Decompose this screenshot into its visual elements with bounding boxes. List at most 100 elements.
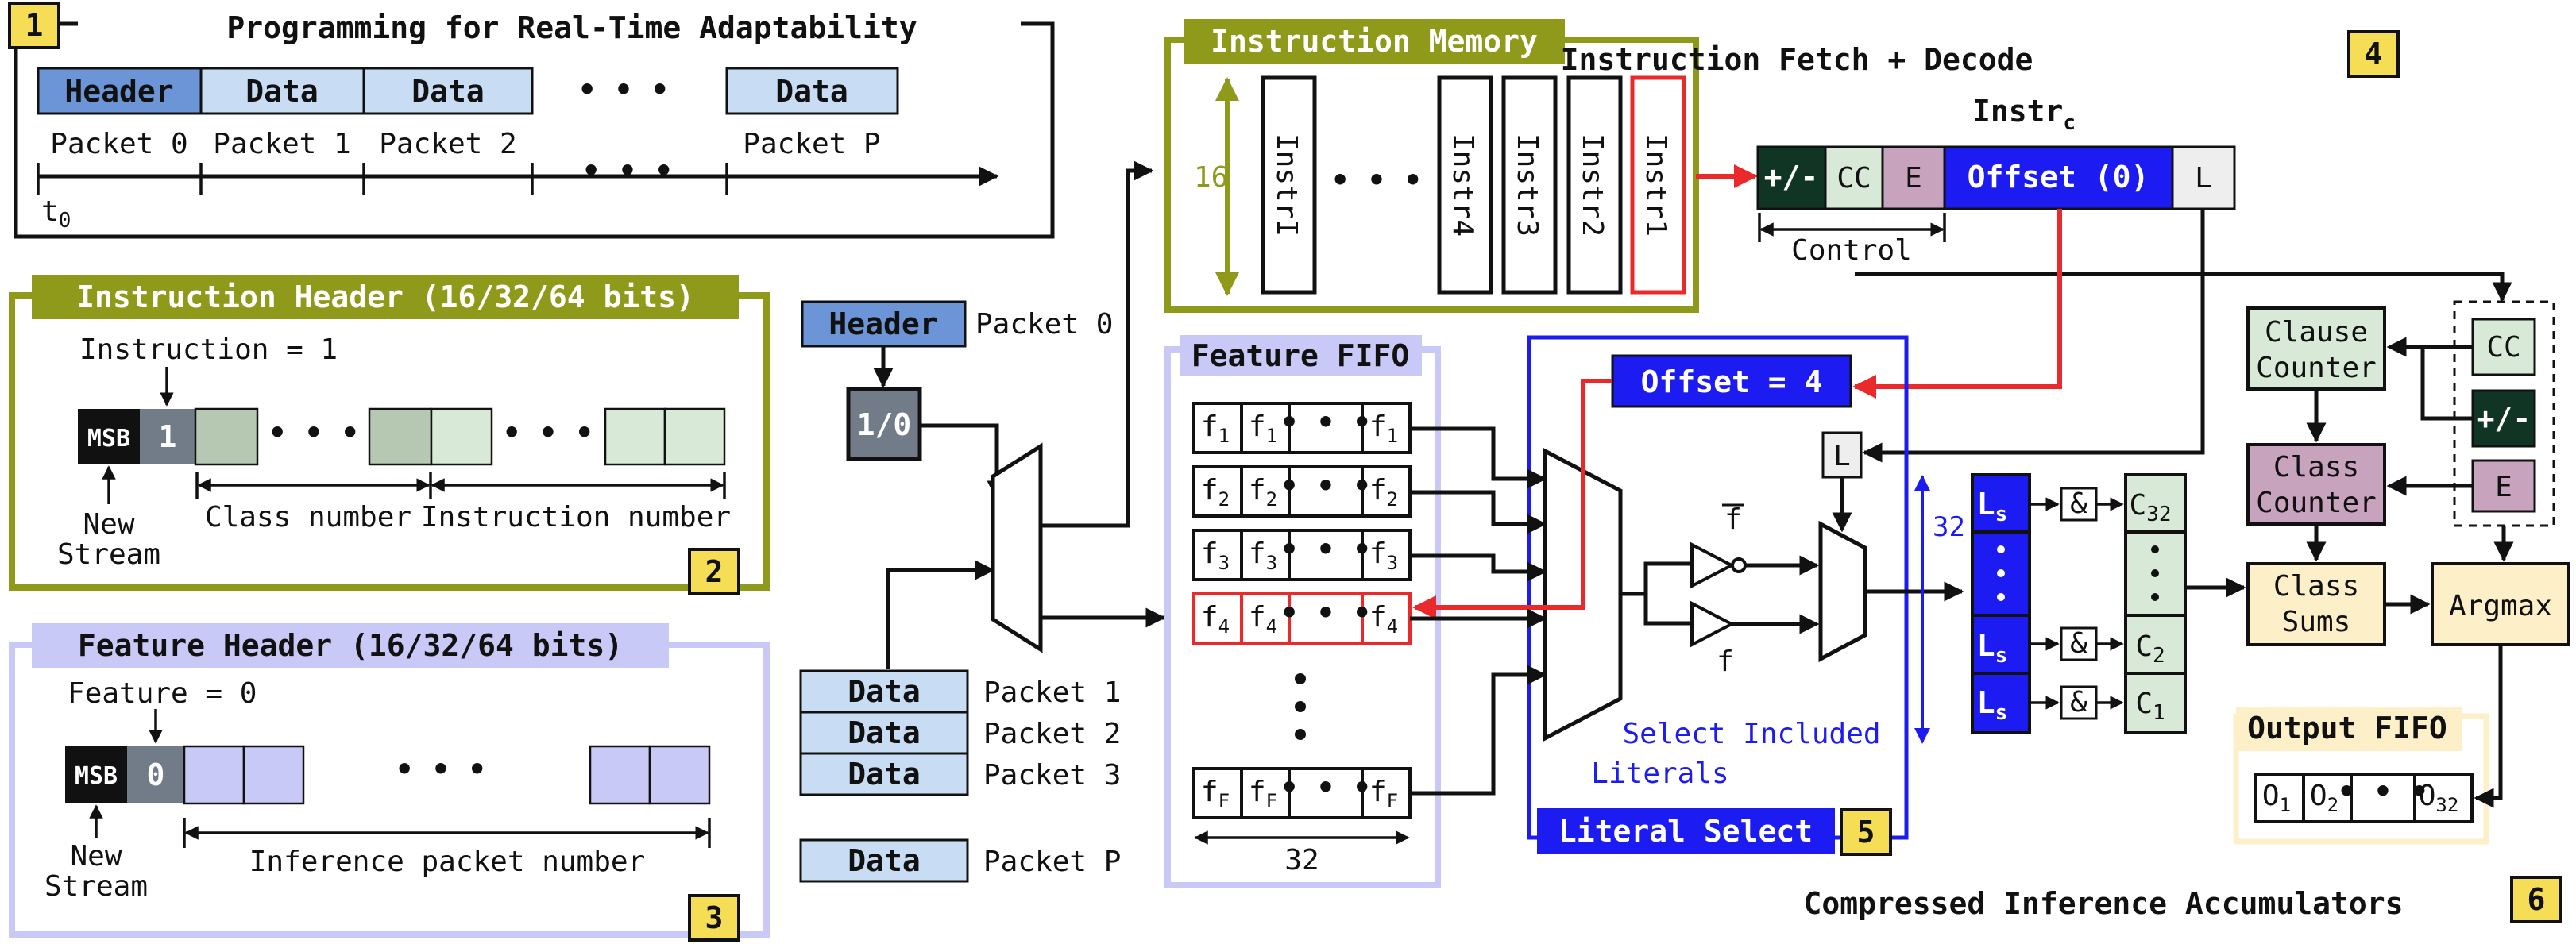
class-sums-label: Sums [2282,606,2351,638]
clause-bit: C2 [2135,630,2165,668]
feature-flag-label: Feature = 0 [68,677,257,710]
fifo-row-4-selected: f4 f4 • • • f4 [1192,592,1412,645]
and-gate: & [2070,487,2087,520]
literal-bit: Ls [1977,628,2008,668]
packet-label: Packet 0 [50,128,187,160]
new-stream-label: Stream [44,870,148,903]
instr-slot: Instr1 [1639,133,1672,237]
literal-select-title: Literal Select [1558,814,1813,849]
class-number-label: Class number [205,501,411,534]
clause-counter-label: Clause [2265,316,2368,349]
fifo-row-3: f3 f3 • • • f3 [1192,529,1412,581]
feature-bit: fF [1249,776,1277,812]
feature-bit: f1 [1249,410,1277,447]
and-gate: & [2070,686,2087,719]
vertical-ellipsis [1295,673,1306,740]
packet-label: Packet P [743,128,880,160]
ellipsis: • • • [503,415,593,450]
instruction-flag-label: Instruction = 1 [79,333,338,366]
feature-bit: f4 [1201,601,1230,638]
section-badge-5: 5 [1857,815,1875,850]
packet-cell-header: Header [64,74,173,109]
feature-bit: 0 [147,757,165,792]
input-data-cell: Data [848,843,921,878]
ellipsis: • • • [1331,163,1422,198]
literal-width: 32 [1933,511,1965,543]
section-badge-2: 2 [705,554,724,589]
packet-label: Packet 0 [975,308,1113,341]
output-fifo-title: Output FIFO [2247,711,2447,746]
class-counter-label: Class [2273,451,2359,484]
polarity-mux [1818,520,1867,663]
instruction-header-panel: Instruction Header (16/32/64 bits) 2 Ins… [9,275,770,595]
offset-field: Offset (0) [1968,160,2149,195]
output-cell: O32 [2419,780,2459,816]
feature-bit: f1 [1369,410,1398,447]
fetch-decode-title: Instruction Fetch + Decode [1561,42,2033,77]
ellipsis: • • • [582,153,673,188]
last-flag: L [1833,440,1851,472]
feature-bit: f3 [1201,538,1230,574]
input-header-cell: Header [828,306,937,341]
feature-bit: f2 [1201,474,1230,511]
section-badge-1: 1 [25,8,44,43]
fifo-row-2: f2 f2 • • • f2 [1192,465,1412,518]
clause-bit: C1 [2135,688,2165,725]
compressed-inference-accumulators: Compressed Inference Accumulators 6 Ls L… [1804,300,2570,923]
feature-bit: fF [1201,776,1230,812]
offset-select: Offset = 4 [1641,364,1823,399]
ellipsis: • • • [396,752,486,787]
demux-shape [991,442,1043,653]
class-sums-label: Class [2273,570,2359,603]
section-badge-6: 6 [2528,882,2546,917]
section-badge-4: 4 [2365,37,2383,71]
clause-bit: C32 [2130,489,2172,526]
ellipsis: • • • [1280,770,1371,805]
ellipsis: • • • [1280,595,1371,630]
packet-label: Packet 1 [983,676,1121,709]
feature-bit: f1 [1201,410,1230,447]
feature-fifo-title: Feature FIFO [1191,338,1410,373]
clause-counter-label: Counter [2256,352,2377,384]
fifo-row-1: f1 f1 • • • f1 [1192,402,1412,454]
memory-depth: 16 [1194,161,1228,194]
section1-title: Programming for Real-Time Adaptability [226,10,917,45]
enable-field: E [1905,162,1922,195]
f-label: f [1717,645,1734,678]
packet-label: Packet P [983,846,1121,878]
ellipsis: • • • [2338,774,2428,809]
instr-slot: InstrI [1270,133,1303,237]
feature-fifo: Feature FIFO f1 f1 • • • f1 f2 f2 • • • … [1164,335,1441,888]
input-data-cell: Data [848,715,921,750]
instr-slot: Instr4 [1446,133,1479,237]
instruction-memory: Instruction Memory 16 InstrI Instr4 Inst… [1164,19,1758,313]
packet-label: Packet 2 [379,128,516,160]
packet-label: Packet 3 [983,759,1121,792]
argmax-label: Argmax [2449,590,2552,622]
literal-select-desc: Literals [1591,757,1728,790]
instruction-memory-title: Instruction Memory [1211,24,1538,59]
cc-control: CC [2486,331,2520,364]
accumulators-title: Compressed Inference Accumulators [1804,886,2404,921]
literal-select: Literal Select 5 Offset = 4 L f f Select… [1410,335,1965,856]
not-f-label: f [1724,503,1742,536]
feature-header-panel: Feature Header (16/32/64 bits) 3 Feature… [9,623,770,942]
packet-label: Packet 1 [213,128,350,160]
ellipsis: • • • [1280,405,1371,440]
packet-cell-data: Data [245,74,319,109]
literal-bit: Ls [1977,487,2008,526]
feature-bit: f4 [1369,601,1398,638]
class-counter-label: Counter [2256,487,2377,519]
input-data-cell: Data [848,757,921,792]
instruction-bit: 1 [159,419,177,454]
ellipsis: • • • [578,72,669,107]
ellipsis: • • • [268,415,359,450]
inference-packet-label: Inference packet number [249,846,646,878]
output-cell: O1 [2262,780,2291,816]
new-stream-label: New [83,508,134,541]
packet-label: Packet 2 [983,718,1121,750]
packet-cell-data: Data [411,74,485,109]
feature-bit: f4 [1249,601,1277,638]
input-data-cell: Data [848,674,921,709]
